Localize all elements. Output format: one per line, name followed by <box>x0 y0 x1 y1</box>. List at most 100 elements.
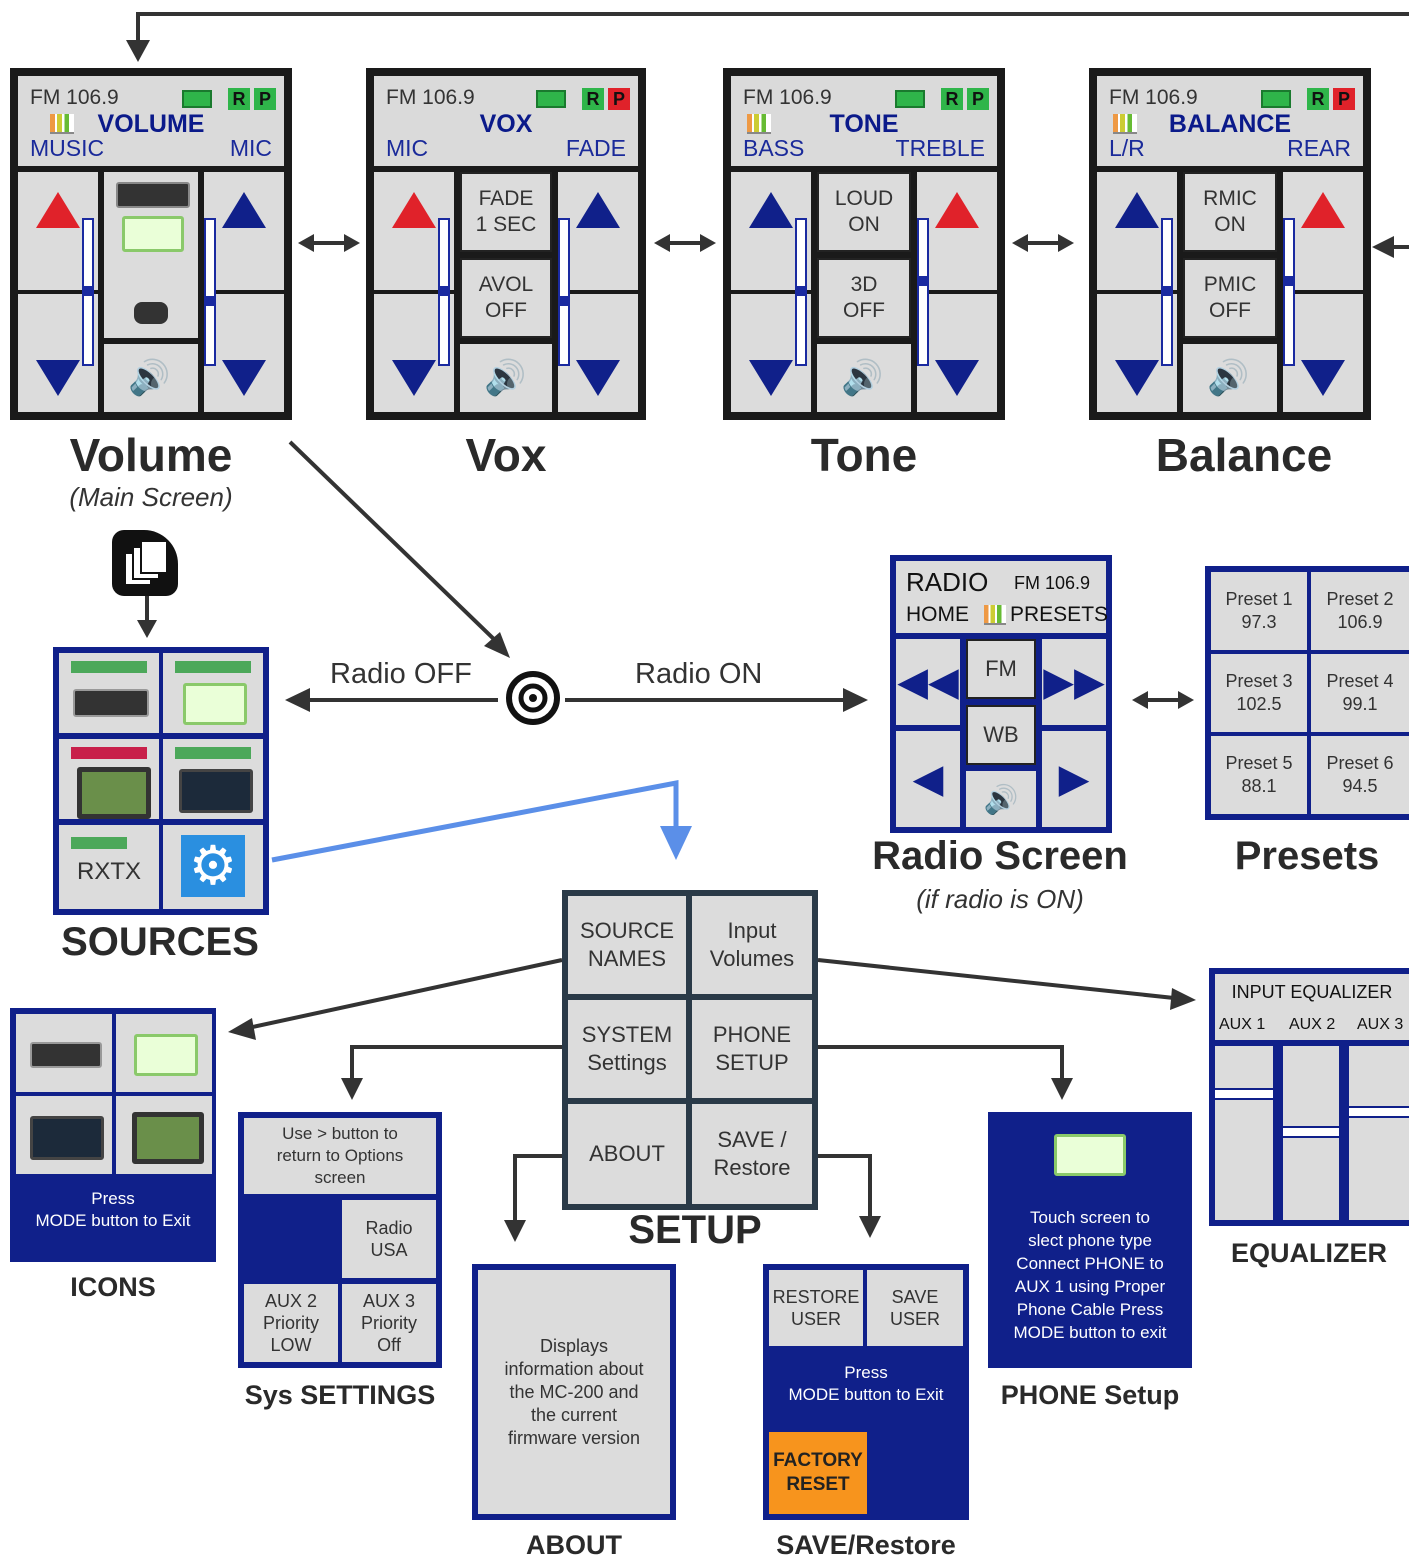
slider-knob[interactable] <box>1349 1106 1409 1118</box>
slider-knob[interactable] <box>1161 286 1173 296</box>
3d-button[interactable]: 3D OFF <box>817 258 911 338</box>
lr-slider[interactable] <box>1161 218 1173 366</box>
source-setup[interactable]: ⚙ <box>163 825 263 909</box>
slider-knob[interactable] <box>558 296 570 306</box>
bass-slider[interactable] <box>795 218 807 366</box>
aux2-priority-button[interactable]: AUX 2 Priority LOW <box>244 1284 338 1362</box>
tone-caption: Tone <box>810 429 918 481</box>
speaker-button[interactable]: 🔊 <box>817 344 911 412</box>
treble-up-button[interactable] <box>917 172 997 290</box>
factory-reset-button[interactable]: FACTORY RESET <box>769 1432 867 1514</box>
save-user-button[interactable]: SAVE USER <box>867 1270 963 1346</box>
frequency-readout: FM 106.9 <box>1014 573 1091 593</box>
mic-up-button[interactable] <box>204 172 284 290</box>
speaker-button[interactable]: 🔊 <box>104 344 198 412</box>
balance-screen: FM 106.9 R P BALANCE L/R REAR RMIC ON PM… <box>1089 68 1371 420</box>
speaker-button[interactable]: 🔊 <box>460 344 552 412</box>
preset-button[interactable]: Preset 3 102.5 <box>1211 654 1307 732</box>
rear-slider[interactable] <box>1283 218 1295 366</box>
rear-down-button[interactable] <box>1283 294 1363 412</box>
right-label: TREBLE <box>895 135 985 161</box>
eq-aux3-slider[interactable] <box>1349 1046 1409 1220</box>
treble-slider[interactable] <box>917 218 929 366</box>
preset-button[interactable]: Preset 5 88.1 <box>1211 736 1307 814</box>
r-indicator: R <box>582 88 604 110</box>
music-slider[interactable] <box>82 218 94 366</box>
slider-knob[interactable] <box>1215 1088 1273 1100</box>
speaker-button[interactable]: 🔊 <box>966 771 1036 827</box>
fade-down-button[interactable] <box>558 294 638 412</box>
right-label: FADE <box>565 135 626 161</box>
speaker-icon: 🔊 <box>484 359 527 397</box>
icon-car-radio[interactable] <box>16 1014 112 1092</box>
mic-down-button[interactable] <box>204 294 284 412</box>
up-arrow-icon <box>576 192 620 228</box>
setup-to-icons-arrowhead <box>228 1018 256 1040</box>
speaker-button[interactable]: 🔊 <box>1183 344 1277 412</box>
slider-knob[interactable] <box>438 286 450 296</box>
input-volumes-button[interactable]: Input Volumes <box>692 896 812 994</box>
radio-on-arrowhead <box>843 688 868 712</box>
source-display[interactable] <box>104 172 198 338</box>
restore-user-button[interactable]: RESTORE USER <box>769 1270 863 1346</box>
avol-button[interactable]: AVOL OFF <box>460 258 552 338</box>
slider-knob[interactable] <box>795 286 807 296</box>
icon-gps[interactable] <box>116 1096 212 1174</box>
about-button[interactable]: ABOUT <box>568 1104 686 1204</box>
source-car-radio[interactable] <box>59 653 159 733</box>
mic-slider[interactable] <box>204 218 216 366</box>
frequency-readout: FM 106.9 <box>1109 86 1198 109</box>
eq-aux3-label: AUX 3 <box>1357 1016 1404 1033</box>
loud-button[interactable]: LOUD ON <box>817 172 911 252</box>
pmic-button[interactable]: PMIC OFF <box>1183 258 1277 338</box>
slider-knob[interactable] <box>204 296 216 306</box>
wb-button[interactable]: WB <box>966 705 1036 765</box>
preset-button[interactable]: Preset 2 106.9 <box>1311 572 1409 650</box>
system-settings-button[interactable]: SYSTEM Settings <box>568 1000 686 1098</box>
source-rxtx[interactable]: RXTX <box>59 825 159 909</box>
vox-screen: FM 106.9 R P VOX MIC FADE FADE 1 SEC AVO… <box>366 68 646 420</box>
tune-up-button[interactable]: ▶ <box>1042 731 1106 827</box>
slider-knob[interactable] <box>82 286 94 296</box>
fade-slider[interactable] <box>558 218 570 366</box>
left-label: L/R <box>1109 135 1145 161</box>
slider-knob[interactable] <box>917 276 929 286</box>
slider-knob[interactable] <box>1283 276 1295 286</box>
source-phone[interactable] <box>163 653 263 733</box>
radio-region-button[interactable]: Radio USA <box>342 1200 436 1278</box>
fade-up-button[interactable] <box>558 172 638 290</box>
save-restore-button[interactable]: SAVE / Restore <box>692 1104 812 1204</box>
source-satellite[interactable] <box>163 739 263 819</box>
sources-icon-arrowhead <box>137 620 157 638</box>
preset-button[interactable]: Preset 4 99.1 <box>1311 654 1409 732</box>
down-arrow-icon <box>576 360 620 396</box>
eq-aux2-slider[interactable] <box>1283 1046 1339 1220</box>
seek-forward-button[interactable]: ▶▶ <box>1042 639 1106 725</box>
fm-button[interactable]: FM <box>966 639 1036 699</box>
mic-slider[interactable] <box>438 218 450 366</box>
phone-setup-button[interactable]: PHONE SETUP <box>692 1000 812 1098</box>
eq-aux1-slider[interactable] <box>1215 1046 1273 1220</box>
icon-satellite[interactable] <box>16 1096 112 1174</box>
source-names-button[interactable]: SOURCE NAMES <box>568 896 686 994</box>
rmic-button[interactable]: RMIC ON <box>1183 172 1277 252</box>
left-label: MIC <box>386 135 429 161</box>
frequency-readout: FM 106.9 <box>743 86 832 109</box>
preset-button[interactable]: Preset 6 94.5 <box>1311 736 1409 814</box>
icon-phone[interactable] <box>116 1014 212 1092</box>
slider-knob[interactable] <box>1283 1126 1339 1138</box>
frequency-readout: FM 106.9 <box>30 86 119 109</box>
source-gps[interactable] <box>59 739 159 819</box>
fade-button[interactable]: FADE 1 SEC <box>460 172 552 252</box>
battery-icon <box>536 90 566 108</box>
r-indicator: R <box>941 88 963 110</box>
aux3-priority-button[interactable]: AUX 3 Priority Off <box>342 1284 436 1362</box>
treble-down-button[interactable] <box>917 294 997 412</box>
seek-back-button[interactable]: ◀◀ <box>896 639 960 725</box>
double-arrow-volume-vox <box>298 234 360 252</box>
eq-title: INPUT EQUALIZER <box>1231 982 1393 1002</box>
tune-down-button[interactable]: ◀ <box>896 731 960 827</box>
preset-button[interactable]: Preset 1 97.3 <box>1211 572 1307 650</box>
rear-up-button[interactable] <box>1283 172 1363 290</box>
